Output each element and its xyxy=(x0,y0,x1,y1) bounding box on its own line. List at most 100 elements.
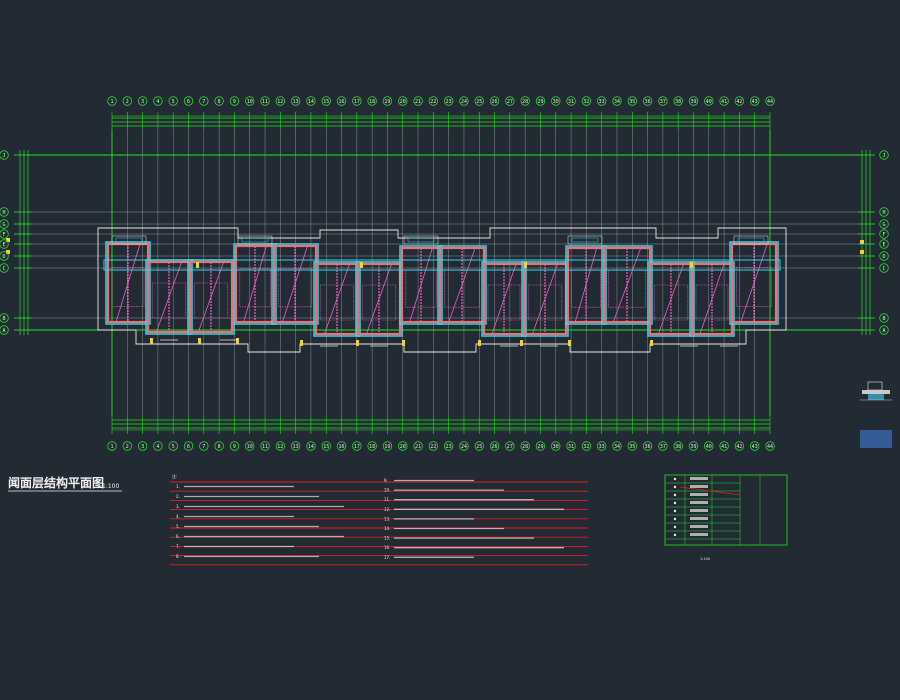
axis-bubble xyxy=(275,96,286,106)
legend-symbol xyxy=(673,517,677,521)
axis-bubble xyxy=(520,441,530,451)
axis-bubble xyxy=(581,96,592,106)
axis-label: 32 xyxy=(583,444,589,450)
axis-label: 23 xyxy=(446,444,452,450)
axis-label: 20 xyxy=(400,444,406,450)
axis-label: 23 xyxy=(446,99,452,105)
axis-bubble xyxy=(474,441,484,451)
note-item: 7. xyxy=(176,544,180,549)
axis-label: 40 xyxy=(706,99,712,105)
legend-table: 1:100 xyxy=(664,474,788,561)
slab-region xyxy=(239,268,271,308)
note-item: 5. xyxy=(176,524,180,529)
slab-region xyxy=(527,284,563,321)
axis-bubble xyxy=(658,441,668,451)
axis-label: 14 xyxy=(308,444,314,450)
axis-bubble xyxy=(107,441,117,451)
note-item: 9. xyxy=(384,478,388,483)
axis-label: 13 xyxy=(293,444,299,450)
axis-label: 5 xyxy=(172,99,175,105)
slab-region xyxy=(193,282,229,319)
beam-outline xyxy=(481,261,527,337)
axis-label: 10 xyxy=(247,444,253,450)
column xyxy=(520,340,523,346)
balcony-beam xyxy=(737,237,765,243)
beam-outline xyxy=(399,245,443,325)
axis-label: 37 xyxy=(660,444,666,450)
balcony xyxy=(567,235,603,245)
legend-swatch xyxy=(690,509,708,512)
axis-bubble xyxy=(398,441,408,451)
axis-label: 38 xyxy=(675,99,681,105)
axis-label: 3 xyxy=(141,99,144,105)
axis-bubble xyxy=(765,441,775,451)
axis-label: B xyxy=(2,316,5,322)
axis-label: 9 xyxy=(233,444,236,450)
axis-bubble xyxy=(642,96,653,106)
axis-label: 1 xyxy=(110,444,113,450)
axis-bubble xyxy=(879,207,889,217)
axis-bubble xyxy=(306,96,316,106)
axis-bubble xyxy=(566,96,576,106)
axis-label: C xyxy=(882,266,885,272)
axis-label: 14 xyxy=(308,99,314,105)
axis-label: 26 xyxy=(492,444,498,450)
axis-bubble xyxy=(413,96,423,106)
legend-swatch xyxy=(690,477,708,480)
axis-label: 31 xyxy=(568,99,574,105)
axis-bubble xyxy=(398,96,408,106)
axis-label: 33 xyxy=(599,99,605,105)
axis-label: A xyxy=(882,328,885,334)
axis-label: 15 xyxy=(323,444,329,450)
axis-label: 25 xyxy=(476,99,482,105)
balcony xyxy=(237,235,273,245)
axis-bubble xyxy=(0,207,9,217)
axis-bubble xyxy=(704,96,714,106)
slab-region xyxy=(736,267,772,307)
axis-bubble xyxy=(704,441,714,451)
axis-label: G xyxy=(2,222,5,228)
axis-label: 12 xyxy=(277,99,283,105)
axis-bubble xyxy=(229,441,240,451)
axis-label: 22 xyxy=(430,99,436,105)
axis-bubble xyxy=(551,96,561,106)
axis-bubble xyxy=(627,441,637,451)
axis-label: 9 xyxy=(233,99,236,105)
axis-label: 28 xyxy=(522,444,528,450)
axis-label: 5 xyxy=(172,444,175,450)
axis-bubble xyxy=(0,325,9,335)
axis-label: H xyxy=(2,210,5,216)
axis-bubble xyxy=(137,441,148,451)
axis-bubble xyxy=(153,441,163,451)
axis-bubble xyxy=(489,96,500,106)
drawing-title: 闻面层结构平面图 xyxy=(8,475,104,490)
axis-bubble xyxy=(443,96,454,106)
column xyxy=(150,338,153,344)
axis-bubble xyxy=(260,441,270,451)
legend-red-mark xyxy=(679,486,741,496)
axis-label: D xyxy=(882,254,885,260)
axis-label: A xyxy=(2,328,5,334)
slab-region xyxy=(111,267,145,307)
axis-bubble xyxy=(413,441,423,451)
axis-label: 6 xyxy=(187,444,190,450)
axis-label: 4 xyxy=(156,444,159,450)
axis-bubble xyxy=(505,441,515,451)
axis-label: 39 xyxy=(690,444,696,450)
column xyxy=(198,338,201,344)
axis-bubble xyxy=(505,96,515,106)
axis-bubble xyxy=(596,96,607,106)
axis-bubble xyxy=(879,313,889,323)
notes-block: 注: 1.2.3.4.5.6.7.8.9.10.11.12.13.14.15.1… xyxy=(170,473,588,566)
note-item: 13. xyxy=(384,516,390,521)
beam-outline xyxy=(271,243,319,325)
legend-symbol xyxy=(673,501,677,505)
axis-bubble xyxy=(428,441,439,451)
note-item: 11. xyxy=(384,497,390,502)
axis-bubble xyxy=(183,441,194,451)
axis-bubble xyxy=(520,96,530,106)
axis-bubble xyxy=(321,441,331,451)
axis-bubble xyxy=(535,96,546,106)
